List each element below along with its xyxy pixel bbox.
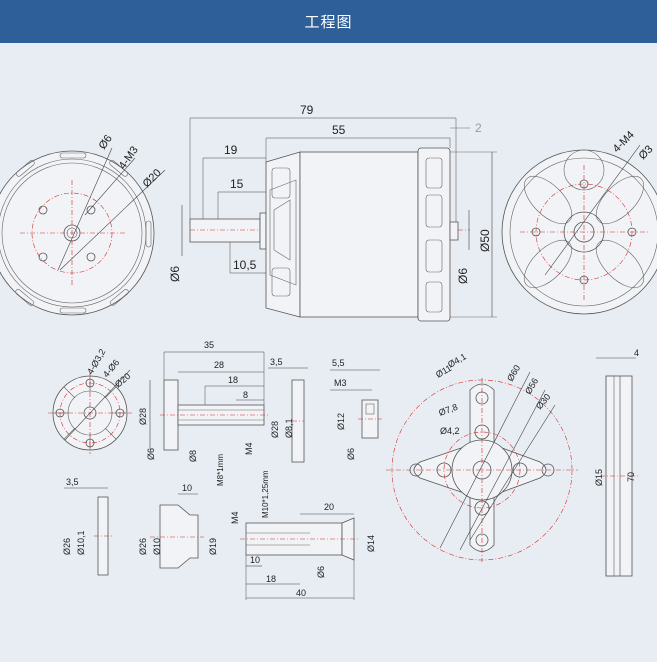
engineering-drawing: Ø6 4-M3 Ø20 79 55 2 <box>0 103 657 600</box>
motor-front-view: Ø6 4-M3 Ø20 <box>0 133 166 316</box>
dim-length-10: 10 <box>250 555 260 565</box>
nut-side-view: 5,5 M3 Ø12 Ø6 <box>330 358 382 460</box>
dim-length-20: 20 <box>324 502 334 512</box>
page-title: 工程图 <box>304 14 353 31</box>
dim-dia-28: Ø28 <box>138 408 148 425</box>
dim-hole-7-8: Ø7,8 <box>437 402 459 418</box>
prop-adapter-front-view: 4-Ø3,2 4-Ø6 Ø20 <box>48 347 132 454</box>
dim-thickness-3-5: 3,5 <box>270 357 283 367</box>
dim-shaft-15: 15 <box>230 177 244 191</box>
dim-thread-m3: M3 <box>334 378 347 388</box>
dim-thickness-5-5: 5,5 <box>332 358 345 368</box>
dim-dia-60: Ø60 <box>505 363 522 383</box>
shaft-adapter-side-view: 20 M4 M10*1,25mm Ø14 10 Ø6 18 40 <box>230 470 376 600</box>
dim-dia-6: Ø6 <box>146 448 156 460</box>
dim-bolt-circle: Ø20 <box>141 167 164 190</box>
plate-side-view: 4 Ø15 70 <box>594 348 640 577</box>
mount-plate-view: Ø4,1 Ø11 Ø60 Ø56 Ø30 Ø7,8 Ø4,2 <box>386 351 578 562</box>
dim-dia-6: Ø6 <box>346 448 356 460</box>
motor-side-view: 79 55 2 19 15 10,5 Ø6 Ø6 Ø50 <box>168 103 497 322</box>
dim-dia-12: Ø12 <box>336 413 346 430</box>
dim-mount-holes: 4-M4 <box>611 129 637 155</box>
washer2-side-view: 3,5 Ø26 Ø10,1 <box>62 477 112 576</box>
page-header: 工程图 <box>0 0 657 43</box>
dim-shaft-10-5: 10,5 <box>233 258 257 272</box>
dim-hole-4-2: Ø4,2 <box>440 426 460 436</box>
washer-side-view: 3,5 Ø28 Ø8,1 <box>268 357 308 463</box>
dim-dia-6: Ø6 <box>316 566 326 578</box>
dim-shaft-dia: Ø6 <box>168 266 182 282</box>
dim-body-length: 55 <box>332 123 346 137</box>
dim-dia-19: Ø19 <box>208 538 218 555</box>
cone-side-view: 10 Ø26 Ø10 Ø19 <box>138 483 218 569</box>
dim-thickness-4: 4 <box>634 348 639 358</box>
dim-dia-10: Ø10 <box>152 538 162 555</box>
dim-thread-m4: M4 <box>230 511 240 524</box>
dim-dia-28: Ø28 <box>270 421 280 438</box>
dim-thread-m4: M4 <box>244 442 254 455</box>
dim-body-dia: Ø50 <box>478 229 492 252</box>
dim-length-18: 18 <box>266 574 276 584</box>
dim-dia-30: Ø30 <box>534 392 553 411</box>
dim-shaft-19: 19 <box>224 143 238 157</box>
dim-dia-15: Ø15 <box>594 469 604 486</box>
dim-dia-26: Ø26 <box>62 538 72 555</box>
dim-dia-14: Ø14 <box>366 535 376 552</box>
motor-rear-view: 4-M4 Ø3 <box>501 129 657 315</box>
dim-gap: 2 <box>475 121 482 135</box>
prop-adapter-side-view: 35 28 18 8 Ø28 Ø6 Ø8 M4 M8*1mm <box>138 340 268 486</box>
dim-dia-26: Ø26 <box>138 538 148 555</box>
drawing-area: Ø6 4-M3 Ø20 79 55 2 <box>0 43 657 657</box>
dim-rear-shaft-dia: Ø6 <box>456 268 470 284</box>
dim-dia-20: Ø20 <box>113 371 132 390</box>
dim-length-10: 10 <box>182 483 192 493</box>
dim-length-8: 8 <box>243 390 248 400</box>
dim-length-28: 28 <box>214 360 224 370</box>
dim-thickness-3-5: 3,5 <box>66 477 79 487</box>
dim-shaft-dia: Ø6 <box>97 133 115 152</box>
dim-dia-56: Ø56 <box>523 376 540 396</box>
dim-length-35: 35 <box>204 340 214 350</box>
dim-dia-10-1: Ø10,1 <box>76 530 86 555</box>
dim-height-70: 70 <box>626 472 636 482</box>
dim-length-18: 18 <box>228 375 238 385</box>
dim-dia-8-1: Ø8,1 <box>284 418 294 438</box>
dim-length-40: 40 <box>296 588 306 598</box>
dim-thread-m10: M10*1,25mm <box>261 470 270 518</box>
dim-overall-length: 79 <box>300 103 314 117</box>
dim-thread-m8: M8*1mm <box>216 454 225 486</box>
dim-mount-holes: 4-M3 <box>117 144 141 171</box>
dim-dia-8: Ø8 <box>188 450 198 462</box>
